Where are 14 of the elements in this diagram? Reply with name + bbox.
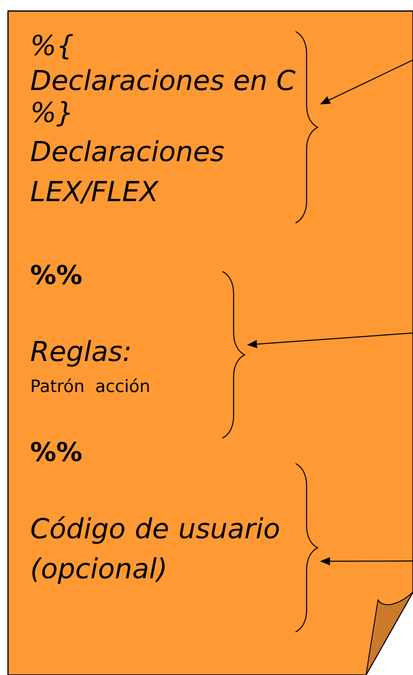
curly-brace bbox=[222, 271, 246, 438]
code-text: %% bbox=[31, 264, 82, 284]
code-text: Código de usuario (opcional) bbox=[31, 516, 279, 584]
code-text: Declaraciones LEX/FLEX bbox=[30, 140, 224, 204]
page-sheet bbox=[7, 10, 413, 675]
curly-brace bbox=[295, 31, 318, 224]
code-text: Reglas: bbox=[30, 340, 130, 367]
code-text: %{ bbox=[32, 34, 73, 60]
code-text: %% bbox=[31, 442, 82, 462]
code-text: acción bbox=[96, 378, 149, 392]
code-text: Patrón bbox=[32, 378, 84, 392]
code-text: %} bbox=[32, 101, 70, 126]
code-text: Declaraciones en C bbox=[30, 69, 296, 90]
curly-brace bbox=[295, 463, 318, 632]
